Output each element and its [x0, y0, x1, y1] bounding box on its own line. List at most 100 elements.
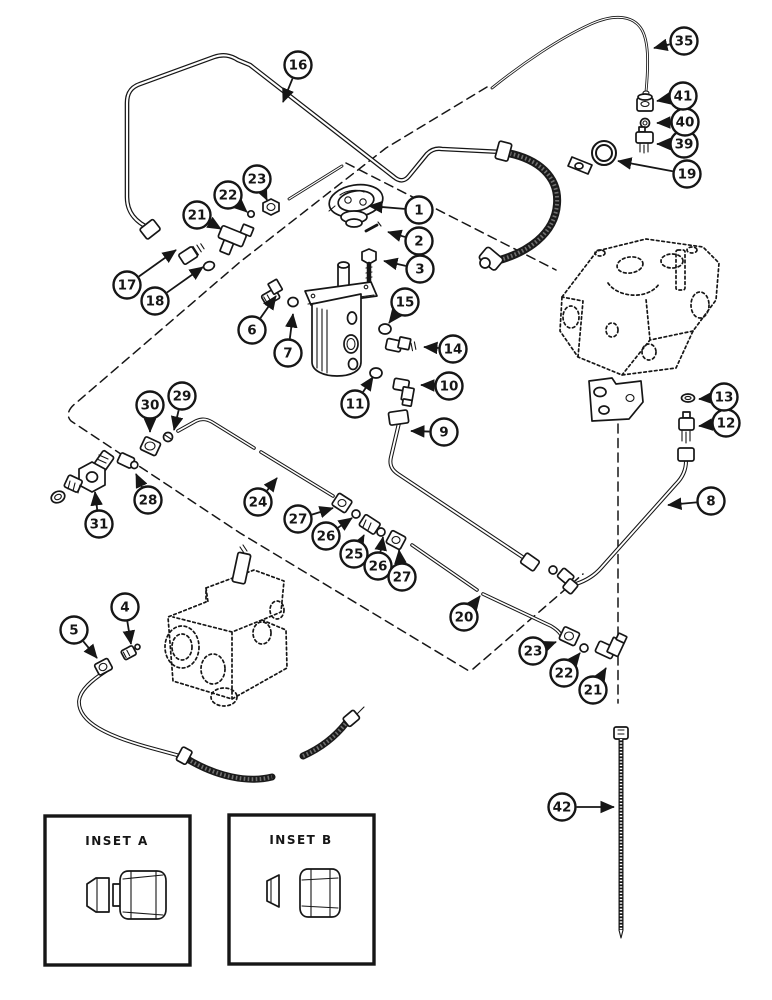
- callout-39: 39: [656, 129, 699, 159]
- callout-42-number: 42: [553, 800, 572, 816]
- callout-22: 22: [213, 180, 248, 213]
- callout-40-number: 40: [676, 115, 695, 131]
- callout-3: 3: [383, 254, 435, 284]
- callout-2-number: 2: [414, 234, 423, 250]
- callout-31-bubble: [84, 509, 114, 539]
- callout-42-bubble: [547, 792, 577, 822]
- callout-9-number: 9: [439, 425, 448, 441]
- tube-20: [410, 543, 564, 639]
- callout-5-bubble: [59, 615, 89, 645]
- callout-7-bubble: [273, 338, 303, 368]
- callout-7-number: 7: [283, 346, 292, 362]
- callout-22-number: 22: [555, 666, 574, 682]
- callout-13-leader: [698, 391, 713, 405]
- callout-29-number: 29: [173, 389, 192, 405]
- callout-11-leader: [360, 376, 374, 393]
- callout-3-leader: [383, 257, 406, 271]
- callout-17: 17: [112, 249, 177, 300]
- o-ring-7: [287, 296, 299, 308]
- callout-16: 16: [282, 50, 313, 103]
- hose-16-collar: [494, 140, 513, 162]
- inset-b-nut: [299, 868, 341, 918]
- hose-16-braided: [478, 140, 562, 271]
- callout-27-number: 27: [393, 570, 412, 586]
- callout-24-leader: [263, 477, 278, 493]
- callout-26-bubble: [363, 551, 393, 581]
- nut-27-b: [385, 529, 407, 551]
- callout-25-bubble: [339, 539, 369, 569]
- fitting-31: [50, 449, 115, 504]
- callout-4-leader: [122, 621, 136, 645]
- o-ring-18: [202, 260, 216, 272]
- callout-27: 27: [387, 549, 417, 592]
- callout-26-leader: [337, 517, 353, 531]
- callout-16-bubble: [283, 50, 313, 80]
- callout-28: 28: [133, 473, 163, 515]
- callout-19-number: 19: [678, 167, 697, 183]
- callout-27-leader: [311, 506, 334, 519]
- callout-14-leader: [423, 341, 439, 355]
- callout-27-bubble: [283, 504, 313, 534]
- ferrule-22-b: [579, 643, 589, 653]
- callout-25-leader: [352, 534, 365, 550]
- tube-8-elbow-nut: [548, 565, 558, 575]
- callout-5: 5: [59, 615, 98, 659]
- callout-28-leader: [135, 473, 148, 489]
- elbow-14: [384, 336, 417, 353]
- callout-1: 1: [368, 195, 434, 225]
- callout-22-bubble: [549, 658, 579, 688]
- callout-8: 8: [667, 486, 726, 516]
- callout-30-bubble: [135, 390, 165, 420]
- callout-5-leader: [82, 640, 98, 659]
- callout-28-bubble: [133, 485, 163, 515]
- dashed-route-main: [67, 86, 488, 672]
- callout-10: 10: [420, 371, 464, 401]
- rotor-part-1: [328, 183, 384, 228]
- callout-20-leader: [466, 595, 481, 611]
- callout-21-leader: [593, 667, 607, 683]
- callout-29: 29: [167, 381, 197, 431]
- elbow-10: [392, 377, 415, 408]
- hose-5-end-tip: [356, 706, 365, 715]
- inset-a-ferrule: [86, 877, 110, 913]
- callout-17-number: 17: [118, 278, 137, 294]
- callout-22-leader: [232, 198, 248, 213]
- tube-8: [548, 447, 695, 595]
- filter-cap: [304, 281, 378, 306]
- mounting-bracket: [588, 377, 644, 422]
- tube-9: [387, 409, 541, 572]
- hose-5-assembly: [77, 669, 365, 783]
- callout-10-number: 10: [440, 379, 459, 395]
- callout-7: 7: [273, 313, 303, 368]
- callout-8-leader: [667, 497, 697, 511]
- callout-27-bubble: [387, 562, 417, 592]
- filter-assembly: [304, 261, 378, 377]
- fitting-28: [116, 452, 139, 470]
- callout-26: 26: [311, 517, 353, 551]
- tube-16-nut: [139, 218, 161, 240]
- inset-a-box: INSET A: [43, 814, 192, 967]
- callout-23: 23: [518, 636, 557, 666]
- ferrule-22: [246, 209, 256, 219]
- callout-14-number: 14: [444, 342, 463, 358]
- tube-8-top-nut: [677, 447, 695, 462]
- nut-23-b: [558, 626, 581, 647]
- callout-21-leader: [206, 216, 222, 230]
- callout-31-number: 31: [90, 517, 109, 533]
- callout-40: 40: [656, 107, 700, 137]
- union-cluster: [331, 492, 407, 551]
- callout-15-bubble: [390, 287, 420, 317]
- callout-10-bubble: [434, 371, 464, 401]
- callout-35: 35: [653, 26, 699, 56]
- hydraulic-housing: [559, 238, 720, 376]
- callout-26-bubble: [311, 521, 341, 551]
- callout-24-bubble: [243, 487, 273, 517]
- callout-23: 23: [242, 164, 272, 201]
- callout-41-bubble: [668, 81, 698, 111]
- callout-3-number: 3: [415, 262, 424, 278]
- callout-4-number: 4: [120, 600, 129, 616]
- callout-21-number: 21: [584, 683, 603, 699]
- callout-31-leader: [90, 491, 103, 510]
